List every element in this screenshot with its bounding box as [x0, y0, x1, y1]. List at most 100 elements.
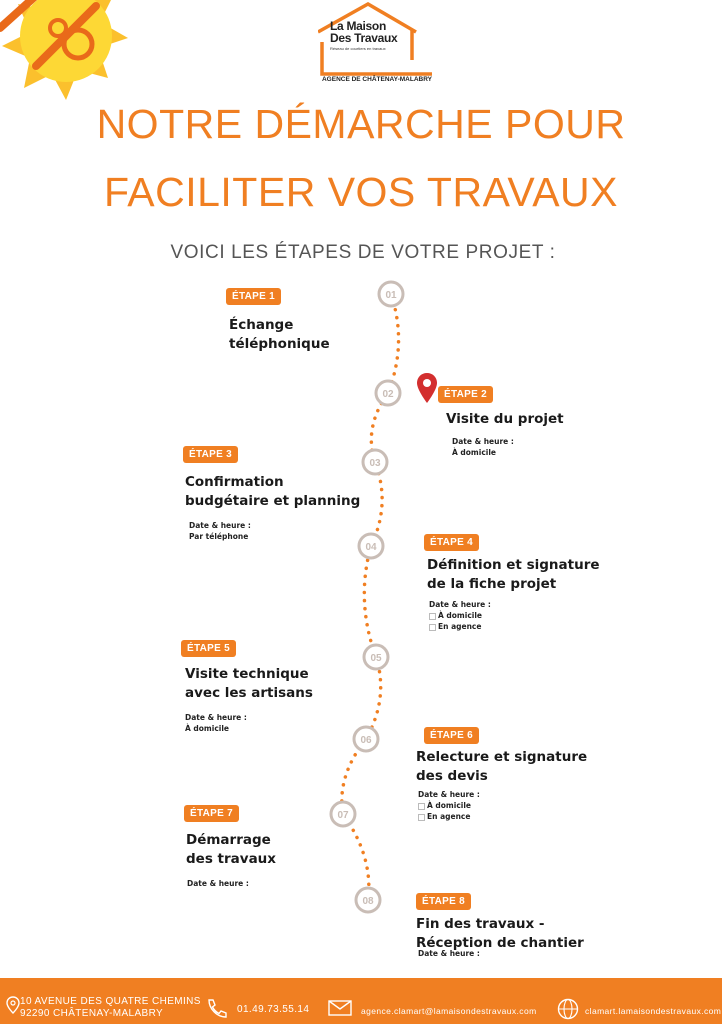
step-title-line: Définition et signature: [427, 557, 600, 573]
step-location-option: À domicile: [452, 447, 514, 458]
footer-address-line-2: 92290 CHÂTENAY-MALABRY: [20, 1008, 164, 1019]
step-number: 07: [337, 810, 349, 821]
page-title-line-2: FACILITER VOS TRAVAUX: [103, 169, 618, 215]
location-pin-icon: [6, 996, 20, 1014]
step-number-circle: 03: [361, 448, 389, 476]
footer-address-line-1: 10 AVENUE DES QUATRE CHEMINS: [20, 996, 201, 1007]
step-badge: ÉTAPE 2: [438, 386, 494, 403]
step-title: Confirmation budgétaire et planning: [185, 473, 360, 511]
footer-email[interactable]: agence.clamart@lamaisondestravaux.com: [361, 1006, 537, 1016]
checkbox[interactable]: [429, 612, 436, 620]
step-date-label: Date & heure :: [189, 520, 251, 531]
step-number-circle: 07: [329, 800, 357, 828]
timeline-dotted-line: [340, 292, 401, 902]
step-details: Date & heure : À domicile: [452, 436, 514, 458]
step-number-circle: 04: [357, 532, 385, 560]
step-title: Visite technique avec les artisans: [185, 665, 313, 703]
step-detail-text: Date & heure :: [429, 600, 491, 609]
step-detail-text: Par téléphone: [189, 532, 249, 541]
step-detail-text: Date & heure :: [452, 437, 514, 446]
step-detail-text: Date & heure :: [418, 790, 480, 799]
footer-phone[interactable]: 01.49.73.55.14: [237, 1004, 310, 1015]
step-title-line: Confirmation: [185, 474, 284, 490]
step-detail-text: Date & heure :: [189, 521, 251, 530]
step-location-option: À domicile: [185, 723, 247, 734]
scissors-handle-icon: [61, 27, 95, 61]
step-detail-text: À domicile: [427, 801, 471, 810]
step-title: Définition et signature de la fiche proje…: [427, 556, 600, 594]
footer-bar: 10 AVENUE DES QUATRE CHEMINS 92290 CHÂTE…: [0, 978, 722, 1024]
page-subtitle: VOICI LES ÉTAPES DE VOTRE PROJET :: [170, 242, 556, 263]
step-number: 02: [382, 389, 394, 400]
step-badge: ÉTAPE 7: [184, 805, 240, 822]
step-date-label: Date & heure :: [187, 878, 249, 889]
step-date-label: Date & heure :: [429, 599, 491, 610]
step-detail-text: À domicile: [452, 448, 496, 457]
step-title-line: des travaux: [186, 851, 277, 867]
step-number-circle: 06: [352, 725, 380, 753]
step-detail-text: Date & heure :: [185, 713, 247, 722]
step-badge: ÉTAPE 5: [181, 640, 237, 657]
step-number: 05: [370, 653, 382, 664]
step-title-line: Fin des travaux -: [416, 916, 545, 932]
checkbox[interactable]: [418, 813, 425, 821]
checkbox[interactable]: [418, 802, 425, 810]
brand-logo: La Maison Des Travaux Réseau de courtier…: [318, 2, 436, 90]
step-title-line: avec les artisans: [185, 685, 313, 701]
globe-icon: [557, 998, 579, 1020]
step-location-option: Par téléphone: [189, 531, 251, 542]
step-detail-text: Date & heure :: [187, 879, 249, 888]
page-title-line-1: NOTRE DÉMARCHE POUR: [96, 101, 626, 147]
brand-agency: AGENCE DE CHÂTENAY-MALABRY: [321, 76, 433, 83]
step-number-circle: 01: [377, 280, 405, 308]
step-detail-text: En agence: [427, 812, 471, 821]
step-badge: ÉTAPE 8: [416, 893, 472, 910]
step-detail-text: À domicile: [438, 611, 482, 620]
step-number: 08: [362, 896, 374, 907]
step-date-label: Date & heure :: [452, 436, 514, 447]
step-number: 06: [360, 735, 372, 746]
step-badge: ÉTAPE 1: [226, 288, 282, 305]
sun-tools-decoration: [0, 0, 128, 100]
step-title: Fin des travaux - Réception de chantier: [416, 915, 584, 953]
brand-name: La Maison Des Travaux: [330, 19, 398, 45]
step-date-label: Date & heure :: [418, 789, 480, 800]
step-title-line: Relecture et signature: [416, 749, 588, 765]
step-date-label: Date & heure :: [418, 948, 480, 959]
step-details: Date & heure : Par téléphone: [189, 520, 251, 542]
step-title-line: Réception de chantier: [416, 935, 584, 951]
step-title-line: Visite du projet: [446, 411, 564, 427]
step-location-option: En agence: [418, 811, 480, 822]
step-title: Démarrage des travaux: [186, 831, 276, 869]
step-number: 01: [385, 290, 397, 301]
step-badge: ÉTAPE 4: [424, 534, 480, 551]
checkbox[interactable]: [429, 623, 436, 631]
step-title-line: budgétaire et planning: [185, 493, 361, 509]
step-location-option: En agence: [429, 621, 491, 632]
step-title: Visite du projet: [446, 410, 564, 429]
step-number-circle: 05: [362, 643, 390, 671]
step-number: 04: [365, 542, 377, 553]
step-location-option: À domicile: [418, 800, 480, 811]
footer-address: 10 AVENUE DES QUATRE CHEMINS 92290 CHÂTE…: [20, 996, 201, 1020]
step-number-circle: 08: [354, 886, 382, 914]
footer-website[interactable]: clamart.lamaisondestravaux.com: [585, 1006, 722, 1016]
step-title-line: téléphonique: [229, 336, 330, 352]
step-details: Date & heure :: [187, 878, 249, 889]
step-location-option: À domicile: [429, 610, 491, 621]
step-details: Date & heure :À domicile: [185, 712, 247, 734]
map-pin-icon: [417, 373, 437, 403]
step-number: 03: [369, 458, 381, 469]
step-number-circle: 02: [374, 379, 402, 407]
step-badge: ÉTAPE 6: [424, 727, 480, 744]
step-title-line: de la fiche projet: [427, 576, 557, 592]
step-details: Date & heure :: [418, 948, 480, 959]
envelope-icon: [328, 1000, 352, 1016]
step-title-line: Démarrage: [186, 832, 271, 848]
phone-icon: [208, 999, 227, 1018]
step-title-line: Visite technique: [185, 666, 309, 682]
